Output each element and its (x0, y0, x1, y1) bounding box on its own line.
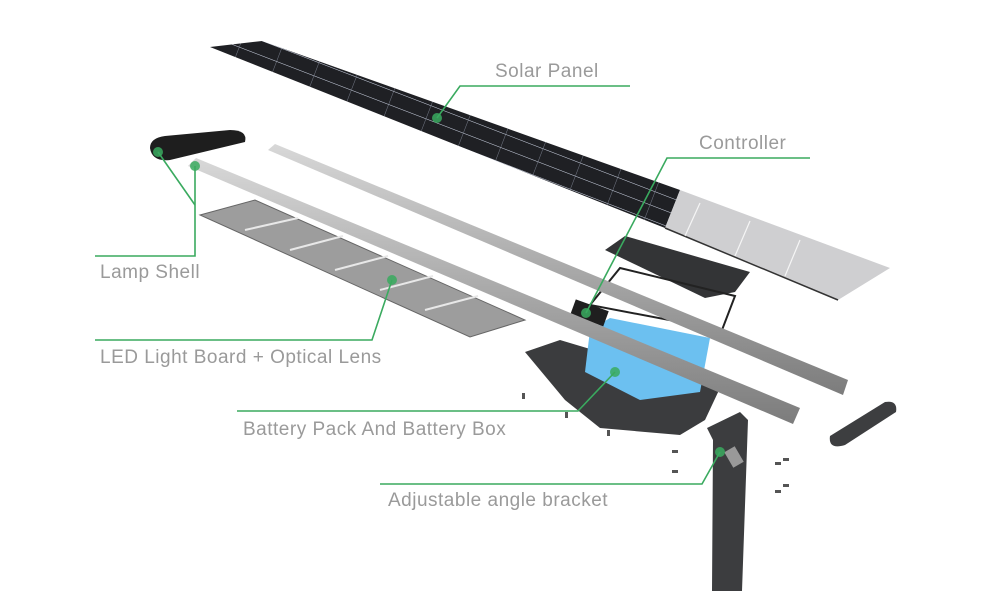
pole-bracket (707, 412, 748, 591)
leader-battery (237, 371, 616, 412)
end-cap-left (150, 130, 246, 161)
label-solar-panel: Solar Panel (495, 61, 599, 82)
leader-lines (95, 85, 810, 485)
screws (522, 393, 789, 493)
label-led-board: LED Light Board + Optical Lens (100, 347, 382, 368)
led-light-board (198, 199, 527, 338)
label-battery: Battery Pack And Battery Box (243, 419, 507, 440)
label-controller: Controller (699, 133, 787, 154)
leader-dots (153, 113, 725, 457)
leader-solar-panel (436, 85, 630, 119)
leader-led-board (95, 279, 393, 341)
leader-bracket (380, 451, 721, 485)
label-lamp-shell: Lamp Shell (100, 262, 201, 283)
front-rail (188, 158, 800, 424)
label-bracket: Adjustable angle bracket (388, 490, 609, 511)
solar-panel (210, 41, 890, 301)
end-cap-right (829, 401, 897, 447)
leader-lamp-shell (95, 166, 196, 257)
leader-controller (585, 157, 810, 314)
back-rail (268, 144, 848, 395)
